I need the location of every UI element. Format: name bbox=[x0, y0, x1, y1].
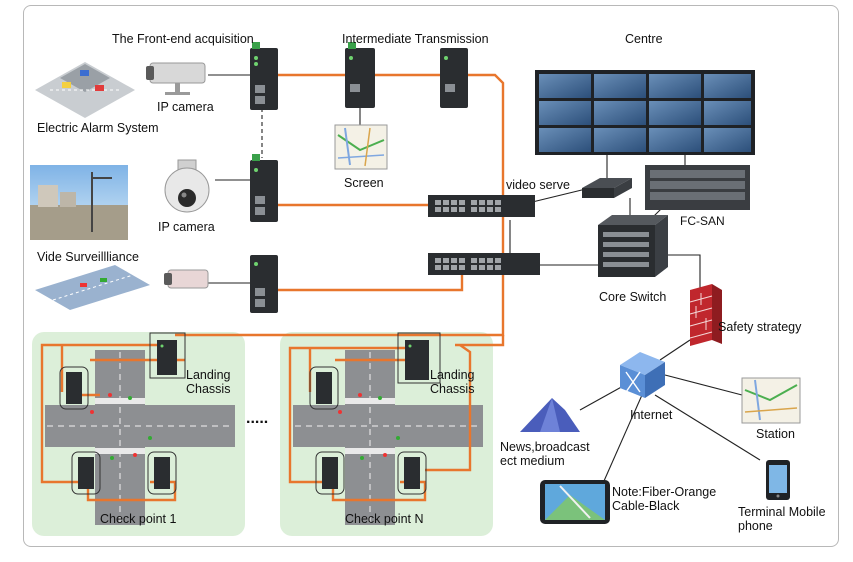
industrial-switch-icon bbox=[250, 255, 278, 313]
diagram-frame bbox=[23, 5, 839, 547]
intersection-1 bbox=[45, 350, 235, 525]
traffic-light-icons bbox=[90, 393, 400, 460]
video-server-icon bbox=[582, 178, 632, 198]
industrial-switch-icon bbox=[59, 366, 89, 410]
gps-navigator-icon bbox=[540, 480, 610, 524]
street-photo bbox=[30, 165, 128, 240]
landing-chassis-icon bbox=[397, 332, 441, 384]
video-wall-icon bbox=[535, 70, 755, 155]
safety-strategy-label: Safety strategy bbox=[718, 320, 802, 334]
screen-label: Screen bbox=[344, 176, 384, 190]
road-diagram bbox=[35, 265, 150, 310]
mobile-phone-icon bbox=[766, 460, 790, 500]
industrial-switch-icon bbox=[71, 451, 101, 495]
core-switch-icon bbox=[598, 215, 668, 277]
industrial-switch-icon bbox=[345, 42, 375, 108]
centre-heading: Centre bbox=[625, 32, 663, 46]
rack-switch-icon bbox=[428, 195, 535, 217]
rack-switch-icon bbox=[428, 253, 540, 275]
terminal-mobile-label: Terminal Mobile phone bbox=[738, 505, 826, 533]
fc-san-icon bbox=[645, 165, 750, 210]
industrial-switch-icon bbox=[440, 48, 468, 108]
router-icon bbox=[620, 352, 665, 398]
video-serve-label: video serve bbox=[506, 178, 570, 192]
electric-alarm-image bbox=[35, 62, 135, 118]
internet-label: Internet bbox=[630, 408, 673, 422]
ellipsis-label: ..... bbox=[246, 410, 269, 427]
landing-chassis-n-label: Landing Chassis bbox=[430, 368, 475, 396]
intersection-n bbox=[293, 350, 483, 525]
ip-camera-2-label: IP camera bbox=[158, 220, 215, 234]
industrial-switch-icon bbox=[250, 42, 278, 110]
core-switch-label: Core Switch bbox=[599, 290, 667, 304]
note-label: Note:Fiber-Orange Cable-Black bbox=[612, 485, 717, 513]
industrial-switch-icon bbox=[315, 451, 345, 495]
intermediate-heading: Intermediate Transmission bbox=[342, 32, 489, 46]
firewall-icon bbox=[689, 284, 722, 346]
industrial-switch-icon bbox=[397, 451, 427, 495]
ip-camera-icon bbox=[164, 269, 209, 289]
check-point-n-label: Check point N bbox=[345, 512, 424, 526]
broadcast-icon bbox=[520, 398, 580, 432]
vide-surveillance-label: Vide Surveillliance bbox=[37, 250, 139, 264]
industrial-switch-icon bbox=[309, 366, 339, 410]
dome-camera-icon bbox=[164, 159, 210, 213]
landing-chassis-1-label: Landing Chassis bbox=[186, 368, 231, 396]
station-label: Station bbox=[756, 427, 795, 441]
news-label: News,broadcast ect medium bbox=[500, 440, 590, 468]
landing-chassis-icon bbox=[149, 332, 186, 379]
ip-camera-1-label: IP camera bbox=[157, 100, 214, 114]
fc-san-label: FC-SAN bbox=[680, 214, 725, 228]
ip-camera-icon bbox=[146, 62, 206, 95]
map-icon bbox=[741, 377, 801, 424]
industrial-switch-icon bbox=[147, 451, 177, 495]
industrial-switch-icon bbox=[250, 154, 278, 222]
electric-alarm-label: Electric Alarm System bbox=[37, 121, 159, 135]
map-icon bbox=[334, 124, 388, 170]
check-point-1-label: Check point 1 bbox=[100, 512, 177, 526]
front-end-heading: The Front-end acquisition bbox=[112, 32, 254, 46]
